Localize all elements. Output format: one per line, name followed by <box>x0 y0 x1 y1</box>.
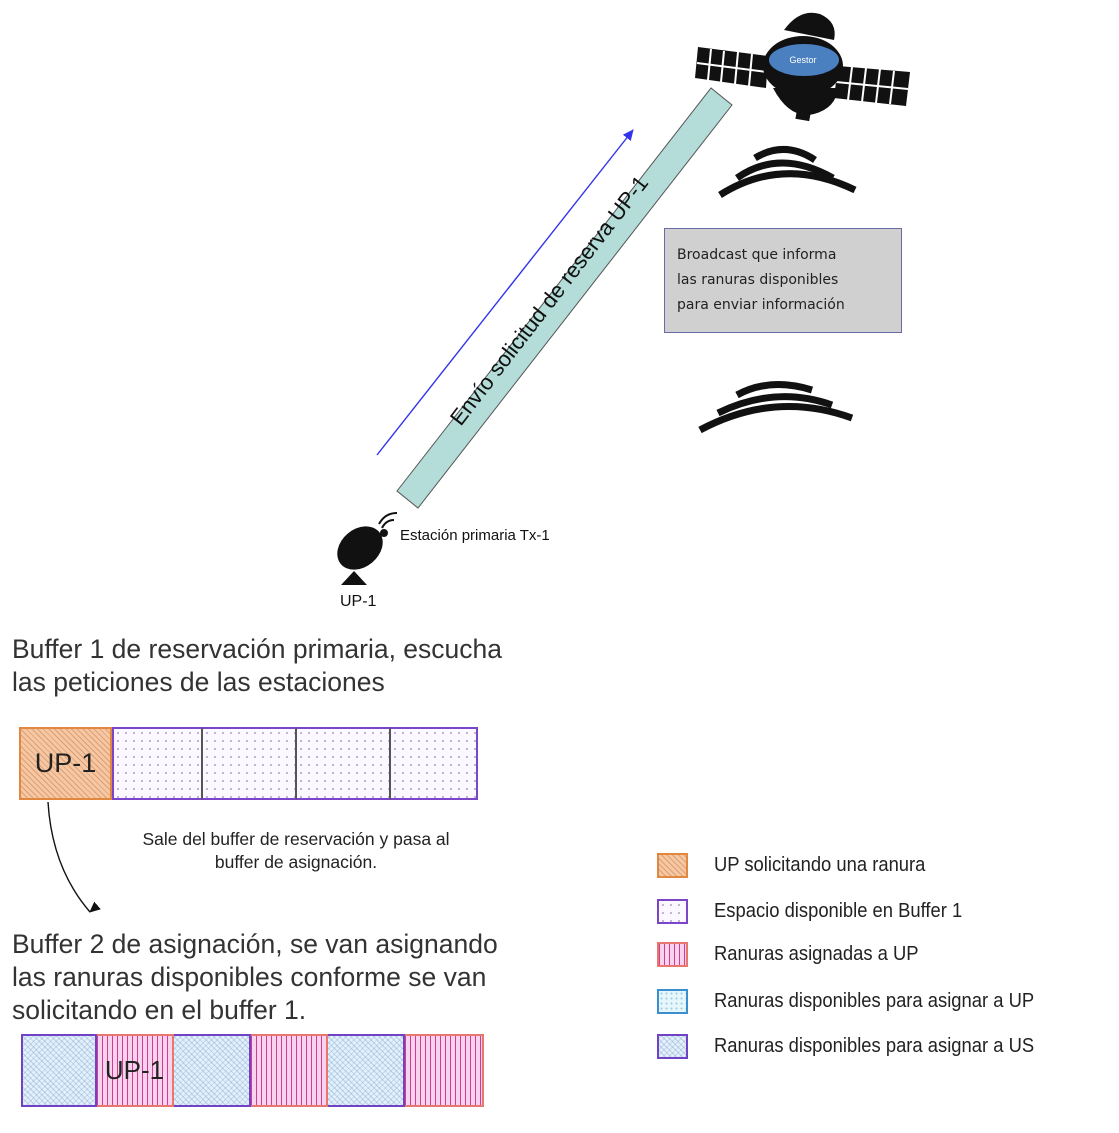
buffer1-heading: Buffer 1 de reservación primaria, escuch… <box>12 633 502 699</box>
legend-item: Ranuras disponibles para asignar a US <box>657 1034 1062 1059</box>
station-id-label: UP-1 <box>340 593 377 610</box>
right-solar-panel <box>834 66 910 106</box>
legend-swatch-lightblue <box>657 989 688 1014</box>
legend-swatch-blue <box>657 1034 688 1059</box>
broadcast-waves-upper <box>718 146 857 198</box>
buffer1-slots: UP-1 <box>19 727 478 800</box>
buffer2-slot <box>405 1034 484 1107</box>
uplink-beam-label: Envío solicitud de reserva UP-1 <box>445 171 653 430</box>
legend-label: Espacio disponible en Buffer 1 <box>714 900 963 922</box>
buffer1-heading-line-1: Buffer 1 de reservación primaria, escuch… <box>12 634 503 664</box>
buffer2-slot <box>328 1034 405 1107</box>
buffer1-slot <box>391 727 478 800</box>
broadcast-line-2: las ranuras disponibles <box>677 272 839 288</box>
legend-item: Espacio disponible en Buffer 1 <box>657 899 984 924</box>
buffer2-heading-line-1: Buffer 2 de asignación, se van asignando <box>12 929 498 959</box>
legend-swatch-dots <box>657 899 688 924</box>
buffer1-slot <box>203 727 297 800</box>
transfer-note-line-2: buffer de asignación. <box>214 852 378 872</box>
transfer-note: Sale del buffer de reservación y pasa al… <box>90 828 502 874</box>
broadcast-line-3: para enviar información <box>677 297 845 313</box>
buffer2-heading-line-3: solicitando en el buffer 1. <box>12 995 307 1025</box>
buffer1-slot <box>112 727 203 800</box>
satellite-icon: Gestor <box>695 12 910 122</box>
buffer2-slot: UP-1 <box>97 1034 174 1107</box>
legend-swatch-orange <box>657 853 688 878</box>
legend-item: UP solicitando una ranura <box>657 853 944 878</box>
broadcast-line-1: Broadcast que informa <box>677 247 837 263</box>
left-solar-panel <box>695 47 768 88</box>
broadcast-waves-lower <box>698 381 854 434</box>
ground-station-dish-icon <box>337 512 398 585</box>
legend-item: Ranuras disponibles para asignar a UP <box>657 989 1062 1014</box>
buffer2-slot <box>21 1034 97 1107</box>
buffer2-slot <box>251 1034 328 1107</box>
buffer1-heading-line-2: las peticiones de las estaciones <box>12 667 385 697</box>
satellite-label: Gestor <box>789 55 816 65</box>
legend-label: Ranuras disponibles para asignar a US <box>714 1035 1035 1057</box>
station-label: Estación primaria Tx-1 <box>400 527 550 544</box>
transfer-arrow <box>47 801 101 913</box>
legend-label: UP solicitando una ranura <box>714 854 926 876</box>
broadcast-info-box: Broadcast que informa las ranuras dispon… <box>664 228 902 333</box>
legend-label: Ranuras asignadas a UP <box>714 943 919 965</box>
legend-label: Ranuras disponibles para asignar a UP <box>714 990 1035 1012</box>
buffer1-slot <box>297 727 391 800</box>
buffer2-heading-line-2: las ranuras disponibles conforme se van <box>12 962 487 992</box>
buffer2-slot <box>174 1034 251 1107</box>
buffer2-heading: Buffer 2 de asignación, se van asignando… <box>12 928 498 1027</box>
buffer1-slot: UP-1 <box>19 727 112 800</box>
legend-swatch-pink <box>657 942 688 967</box>
request-arrow <box>376 129 634 456</box>
legend-item: Ranuras asignadas a UP <box>657 942 936 967</box>
buffer2-slots: UP-1 <box>21 1034 484 1107</box>
transfer-note-line-1: Sale del buffer de reservación y pasa al <box>142 829 450 849</box>
